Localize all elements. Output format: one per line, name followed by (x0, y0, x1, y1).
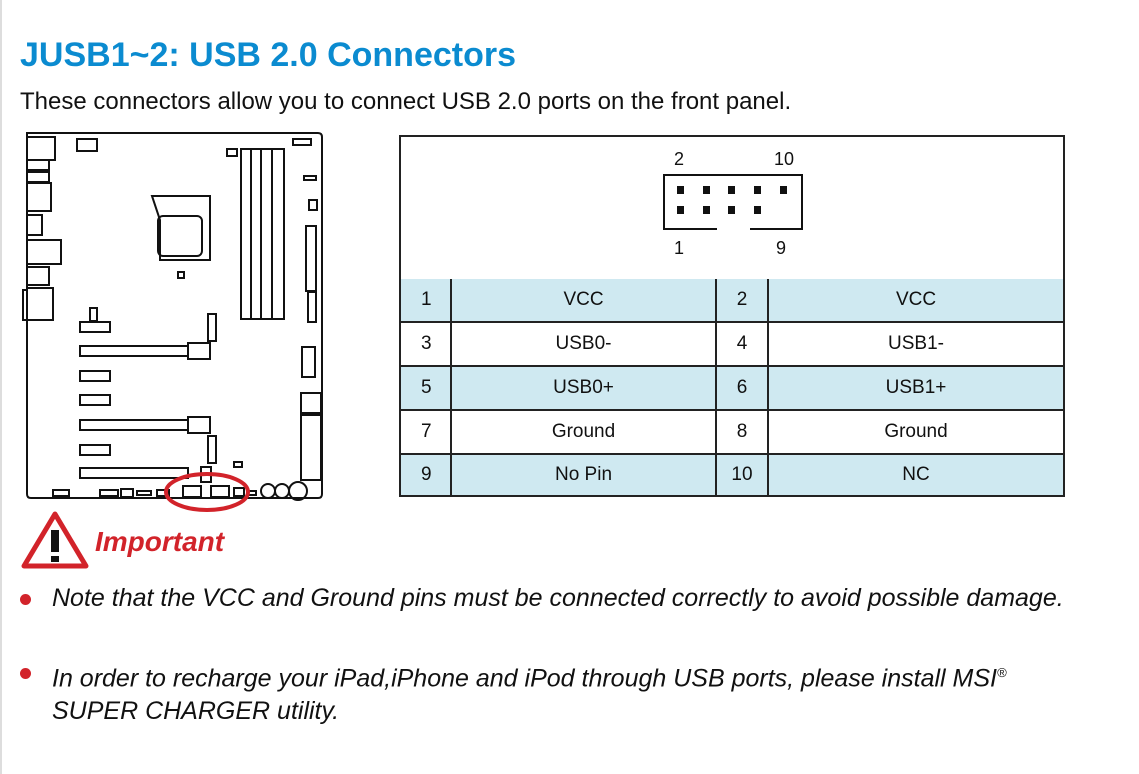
section-title: JUSB1~2: USB 2.0 Connectors (20, 36, 516, 74)
pin-number: 9 (401, 455, 452, 495)
pin-number: 8 (717, 411, 769, 453)
pin-signal: VCC (452, 279, 717, 321)
bullet-icon (20, 594, 31, 605)
pin-number: 6 (717, 367, 769, 409)
note-item: In order to recharge your iPad,iPhone an… (20, 656, 1080, 728)
connector-diagram: 2 10 1 9 (401, 137, 1063, 281)
pin-signal: USB0+ (452, 367, 717, 409)
pin-number: 1 (401, 279, 452, 321)
pin-number: 10 (717, 455, 769, 495)
page-edge (0, 0, 2, 774)
pin-signal: USB1- (888, 333, 944, 354)
note-text: In order to recharge your iPad,iPhone an… (52, 656, 1080, 728)
pin-number: 2 (717, 279, 769, 321)
pin-signal: USB0- (452, 323, 717, 365)
pin-signal: Ground (452, 411, 717, 453)
usb-header-icon (663, 174, 803, 230)
pin-signal: NC (902, 464, 930, 485)
note-text: Note that the VCC and Ground pins must b… (52, 584, 1064, 612)
pin-label-10: 10 (774, 149, 795, 169)
bullet-icon (20, 668, 31, 679)
pin-number: 5 (401, 367, 452, 409)
pin-label-1: 1 (674, 238, 685, 258)
pin-label-2: 2 (674, 149, 685, 169)
warning-icon (21, 511, 89, 569)
pin-signal: VCC (895, 289, 937, 310)
pin-signal: Ground (884, 421, 948, 442)
pin-signal: No Pin (452, 455, 717, 495)
usb-header-highlight (164, 472, 250, 512)
important-heading: Important (95, 526, 225, 557)
pin-number: 4 (717, 323, 769, 365)
section-intro: These connectors allow you to connect US… (20, 88, 792, 115)
registered-mark: ® (996, 665, 1007, 680)
pin-signal: USB1+ (885, 377, 947, 398)
motherboard-diagram (22, 132, 323, 512)
pin-number: 7 (401, 411, 452, 453)
note-item: Note that the VCC and Ground pins must b… (20, 582, 1080, 615)
note-text-part: In order to recharge your iPad,iPhone an… (52, 664, 997, 693)
pin-label-9: 9 (776, 238, 787, 258)
pin-number: 3 (401, 323, 452, 365)
note-text-part: SUPER CHARGER utility. (52, 697, 340, 726)
